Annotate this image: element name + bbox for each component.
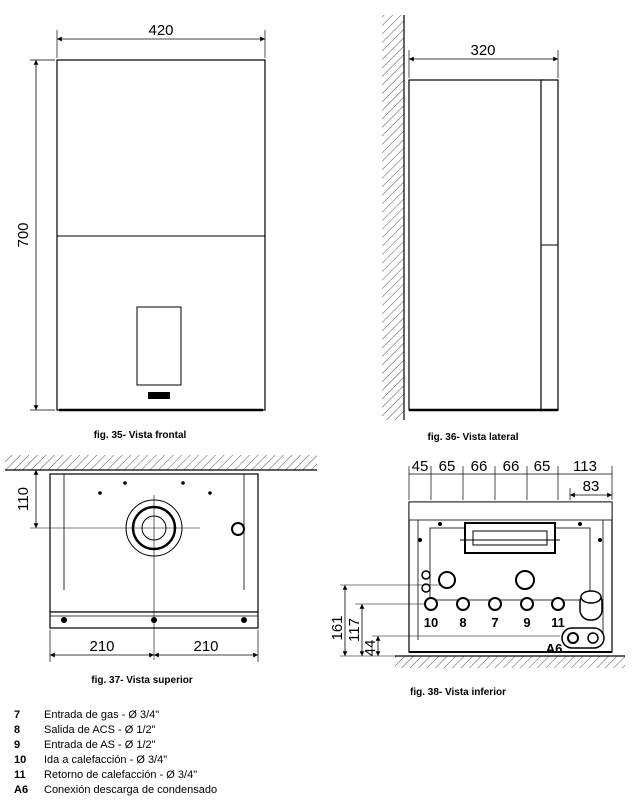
legend-row: 9 Entrada de AS - Ø 1/2" xyxy=(14,738,434,753)
legend-row: 7 Entrada de gas - Ø 3/4" xyxy=(14,708,434,723)
top-wall-hatch xyxy=(5,455,317,470)
front-height-label: 700 xyxy=(15,222,32,247)
legend-text: Entrada de AS - Ø 1/2" xyxy=(44,739,156,751)
bottom-height-117-label: 117 xyxy=(346,618,363,642)
connector-label-7: 7 xyxy=(491,615,498,630)
bottom-screw-dot xyxy=(598,538,602,542)
connection-legend: 7 Entrada de gas - Ø 3/4" 8 Salida de AC… xyxy=(14,708,434,798)
top-view-caption: fig. 37- Vista superior xyxy=(91,675,193,686)
legend-row: 11 Retorno de calefacción - Ø 3/4" xyxy=(14,768,434,783)
bottom-spacing-label: 66 xyxy=(471,458,488,475)
side-view: 320 fig. 36- Vista lateral xyxy=(382,15,559,443)
connector-9-icon xyxy=(520,597,534,611)
legend-row: A6 Conexión descarga de condensado xyxy=(14,783,434,798)
front-view-caption: fig. 35- Vista frontal xyxy=(94,430,187,441)
top-screw-dot xyxy=(123,481,127,485)
legend-row: 8 Salida de ACS - Ø 1/2" xyxy=(14,723,434,738)
legend-code: 10 xyxy=(14,754,27,766)
top-offset-label: 110 xyxy=(15,487,32,511)
connector-label-8: 8 xyxy=(459,615,466,630)
connector-11-icon xyxy=(551,597,565,611)
front-display-window xyxy=(136,306,182,386)
side-view-caption: fig. 36- Vista lateral xyxy=(428,432,519,443)
legend-code: 9 xyxy=(14,739,21,751)
connector-10-icon xyxy=(424,597,438,611)
bottom-spacing-label: 45 xyxy=(412,458,429,475)
bottom-pump-icon xyxy=(515,570,535,590)
top-screw-dot xyxy=(181,481,185,485)
top-foot xyxy=(241,617,247,623)
bottom-spacing-label: 65 xyxy=(439,458,456,475)
legend-text: Retorno de calefacción - Ø 3/4" xyxy=(44,769,198,781)
legend-row: 10 Ida a calefacción - Ø 3/4" xyxy=(14,753,434,768)
legend-text: Ida a calefacción - Ø 3/4" xyxy=(44,754,168,766)
legend-code: A6 xyxy=(14,784,29,796)
top-foot xyxy=(61,617,67,623)
legend-text: Conexión descarga de condensado xyxy=(44,784,218,796)
connector-label-10: 10 xyxy=(424,615,438,630)
bottom-screw-dot xyxy=(418,538,422,542)
front-view: 420 700 fig. 35- Vista frontal xyxy=(15,22,266,441)
bottom-view-caption: fig. 38- Vista inferior xyxy=(410,687,506,698)
bottom-screw-dot xyxy=(438,522,442,526)
bottom-condensate-offset-label: 83 xyxy=(583,478,600,495)
bottom-spacing-label: 66 xyxy=(503,458,520,475)
connector-7-icon xyxy=(488,597,502,611)
legend-text: Salida de ACS - Ø 1/2" xyxy=(44,724,156,736)
bottom-small-valve-icon xyxy=(421,583,431,593)
drain-a6-label: A6 xyxy=(546,641,563,656)
side-boiler-body xyxy=(408,79,544,411)
bottom-exchanger-inner xyxy=(472,530,548,546)
drain-a6-icon xyxy=(567,632,579,644)
connector-8-icon xyxy=(456,597,470,611)
top-view: 110 210 210 fig. 37- Vista superior xyxy=(5,455,317,686)
front-width-label: 420 xyxy=(148,22,173,39)
top-screw-dot xyxy=(208,491,212,495)
bottom-upper-panel xyxy=(408,501,613,521)
bottom-spacing-label: 113 xyxy=(573,458,597,475)
top-right-label: 210 xyxy=(193,638,218,655)
bottom-screw-dot xyxy=(578,522,582,526)
legend-code: 11 xyxy=(14,769,26,781)
connector-label-9: 9 xyxy=(523,615,530,630)
connector-label-11: 11 xyxy=(551,615,565,630)
bottom-height-44-label: 44 xyxy=(362,640,379,657)
top-screw-dot xyxy=(98,491,102,495)
legend-code: 8 xyxy=(14,724,21,736)
bottom-gas-valve-icon xyxy=(438,571,456,589)
side-depth-label: 320 xyxy=(470,42,495,59)
drain-secondary-icon xyxy=(587,632,599,644)
bottom-small-valve-icon xyxy=(421,570,431,580)
top-left-label: 210 xyxy=(89,638,114,655)
side-wall-hatch xyxy=(382,15,404,420)
legend-code: 7 xyxy=(14,709,21,721)
top-air-vent-icon xyxy=(231,522,245,536)
bottom-view: 45 65 66 66 65 113 83 10 xyxy=(329,458,625,698)
bottom-height-161-label: 161 xyxy=(329,615,346,640)
legend-text: Entrada de gas - Ø 3/4" xyxy=(44,709,160,721)
bottom-spacing-label: 65 xyxy=(534,458,551,475)
front-logo-badge xyxy=(148,392,170,399)
bottom-siphon-top xyxy=(580,590,602,604)
bottom-floor-hatch xyxy=(395,656,625,668)
